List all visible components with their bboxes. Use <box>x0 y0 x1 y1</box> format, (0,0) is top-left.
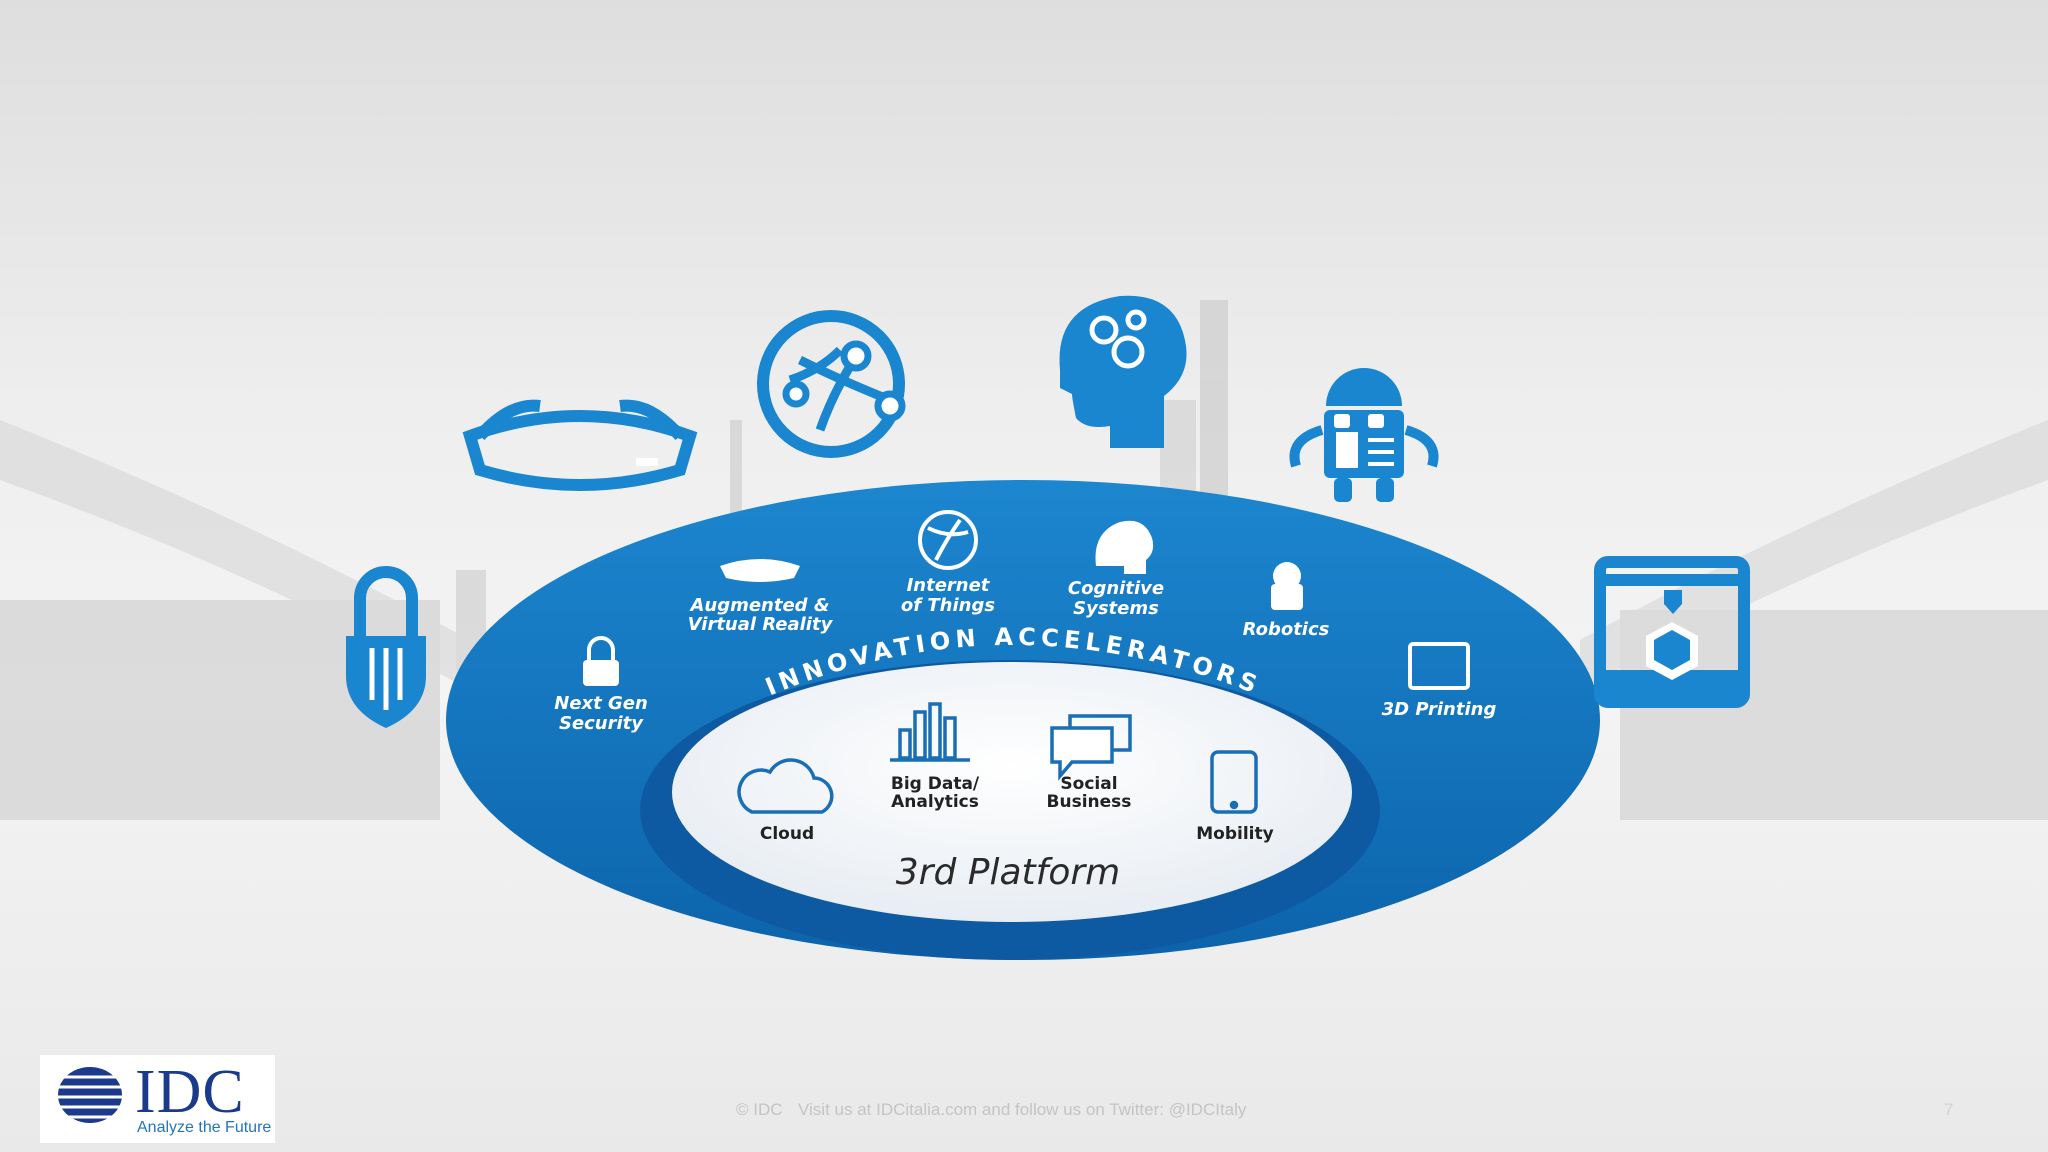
cloud-icon <box>737 758 834 814</box>
label-robotics: Robotics <box>1243 619 1330 640</box>
large-brain-gears-icon <box>1059 295 1187 448</box>
connected-globe-icon <box>918 510 978 570</box>
page-number: 7 <box>1944 1100 1954 1119</box>
3rd-platform-core <box>672 662 1352 922</box>
footer-visit-text: Visit us at IDCitalia.com and follow us … <box>798 1100 1247 1119</box>
idc-logo: IDC Analyze the Future <box>40 1055 275 1143</box>
large-robot-icon <box>1289 368 1439 502</box>
footer-copyright: © IDC <box>736 1100 783 1119</box>
slide-footer: © IDC Visit us at IDCitalia.com and foll… <box>0 1098 2048 1122</box>
label-iot: Internet <box>907 575 991 596</box>
large-connected-globe-icon <box>757 310 906 458</box>
label-cloud: Cloud <box>760 824 814 844</box>
platform-title: 3rd Platform <box>896 852 1120 893</box>
smartphone-icon <box>1210 750 1258 814</box>
robot-icon <box>1271 562 1303 610</box>
label-next-gen-security: Next Gen <box>554 693 648 714</box>
innovation-accelerators-ring <box>446 480 1600 960</box>
label-cognitive: Cognitive <box>1068 578 1164 599</box>
label-next-gen-security-2: Security <box>559 713 644 734</box>
label-big-data-2: Analytics <box>891 792 979 812</box>
globe-logo-icon <box>52 1067 128 1123</box>
label-social-2: Business <box>1047 792 1132 812</box>
lock-icon <box>583 636 619 686</box>
chat-bubbles-icon <box>1050 714 1132 781</box>
label-social: Social <box>1060 774 1117 794</box>
large-lock-icon <box>346 566 426 728</box>
large-3d-printer-icon <box>1594 556 1750 708</box>
label-mobility: Mobility <box>1196 824 1273 844</box>
logo-tagline: Analyze the Future <box>137 1119 272 1136</box>
brain-gears-icon <box>1095 520 1154 574</box>
bar-chart-icon <box>890 702 970 762</box>
vr-glasses-icon <box>720 559 800 582</box>
label-cognitive-2: Systems <box>1073 598 1159 619</box>
label-big-data: Big Data/ <box>891 774 980 794</box>
large-vr-glasses-icon <box>462 399 698 491</box>
3d-printer-icon <box>1408 642 1470 690</box>
label-iot-2: of Things <box>901 595 995 616</box>
logo-wordmark: IDC <box>135 1058 245 1126</box>
label-ar-vr: Augmented & <box>688 595 829 616</box>
label-3d-printing: 3D Printing <box>1382 699 1497 720</box>
label-ar-vr-2: Virtual Reality <box>688 614 834 635</box>
